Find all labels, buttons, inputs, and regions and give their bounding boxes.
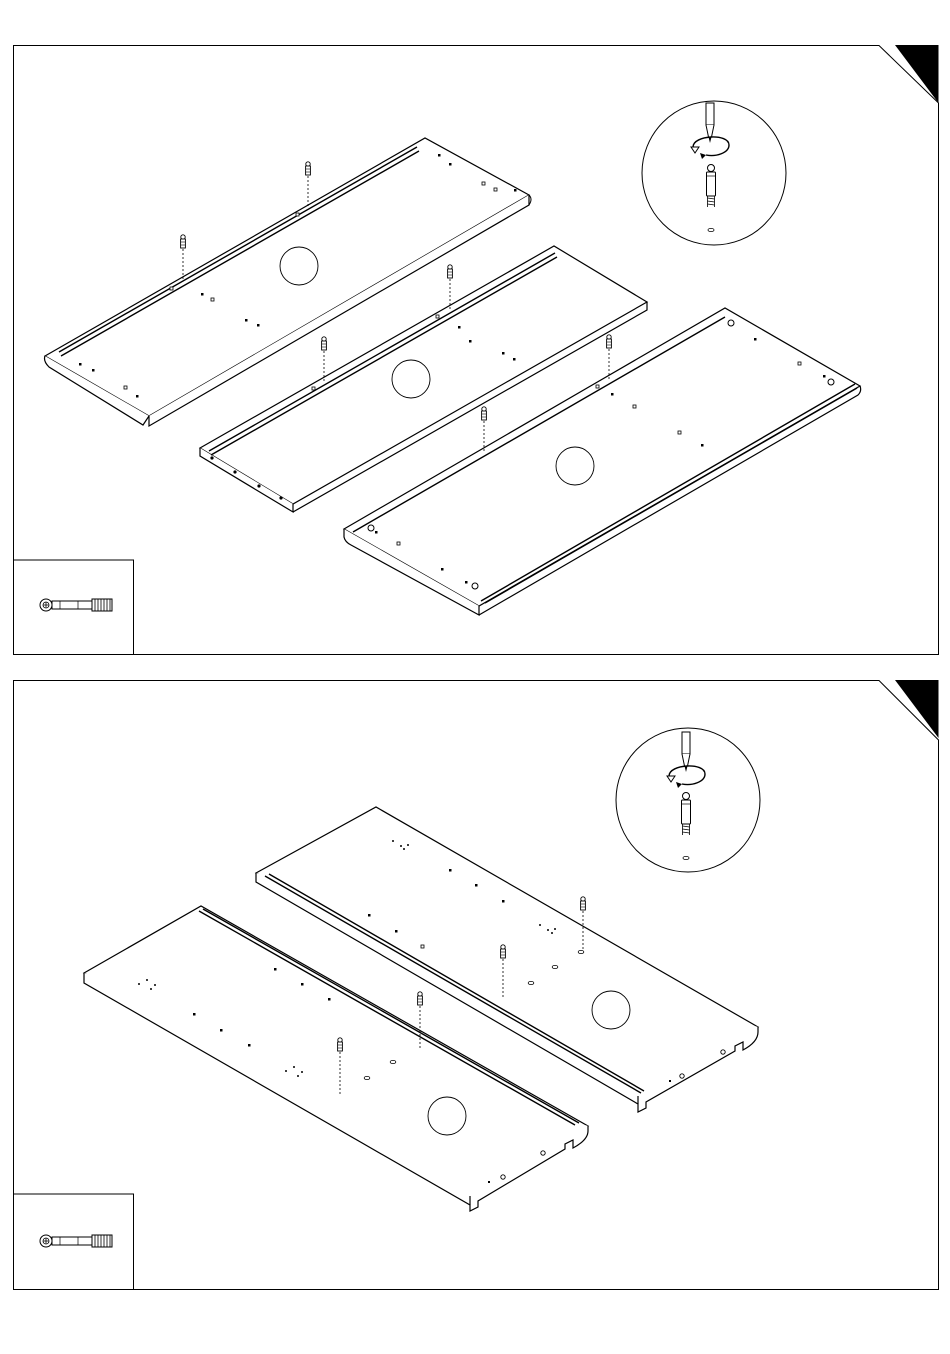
cam-bolt-icon bbox=[448, 265, 453, 278]
cam-bolt-icon bbox=[338, 1038, 343, 1051]
cam-bolt-icon bbox=[306, 162, 311, 175]
cam-bolt-icon bbox=[322, 337, 327, 350]
cam-bolt-icon bbox=[607, 335, 612, 348]
parts-box bbox=[14, 1194, 134, 1290]
cam-bolt-icon bbox=[581, 897, 586, 910]
detail-circle bbox=[616, 728, 760, 872]
cam-bolt-icon bbox=[181, 235, 186, 248]
step-number-tab bbox=[895, 680, 939, 738]
cam-bolt-icon bbox=[40, 599, 112, 611]
step-2-panel bbox=[13, 680, 939, 1290]
cam-bolt-icon bbox=[482, 407, 487, 420]
parts-box bbox=[14, 560, 134, 655]
step-number-tab bbox=[895, 45, 939, 103]
cam-bolt-icon bbox=[418, 992, 423, 1005]
detail-circle bbox=[642, 101, 786, 245]
step-1-panel bbox=[13, 45, 939, 655]
cam-bolt-icon bbox=[40, 1235, 112, 1247]
cam-bolt-icon bbox=[501, 945, 506, 958]
